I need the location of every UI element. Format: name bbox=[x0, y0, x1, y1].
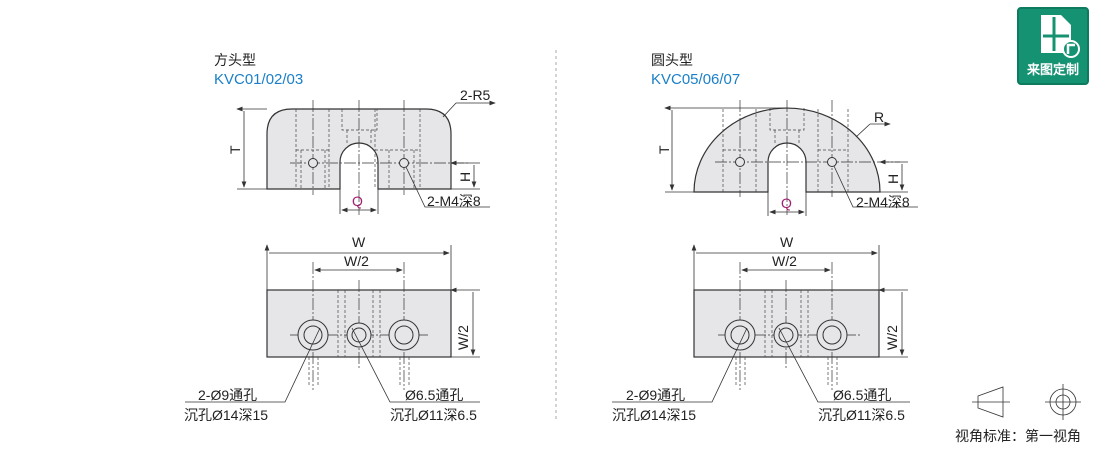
hole-label: 沉孔Ø14深15 bbox=[184, 407, 268, 423]
dim-t: T bbox=[656, 145, 672, 154]
type-label: 圆头型 bbox=[651, 52, 693, 68]
dim-q: Q bbox=[781, 195, 792, 211]
radius-label: R bbox=[874, 109, 884, 125]
custom-drawing-badge[interactable]: 来图定制 bbox=[1017, 7, 1089, 85]
document-icon bbox=[1041, 15, 1080, 58]
dim-h: H bbox=[457, 172, 473, 182]
badge-label: 来图定制 bbox=[1026, 63, 1079, 78]
hole-label: Ø6.5通孔 bbox=[833, 387, 891, 403]
model-label: KVC01/02/03 bbox=[214, 71, 303, 88]
model-label: KVC05/06/07 bbox=[651, 71, 740, 88]
dim-q: Q bbox=[352, 193, 363, 209]
dim-h: H bbox=[885, 174, 901, 184]
dim-t: T bbox=[227, 145, 243, 154]
hole-label: 2-Ø9通孔 bbox=[198, 387, 257, 403]
round-head-drawing: 圆头型 KVC05/06/07 T H Q R 2-M4深8 W W/2 W/2… bbox=[612, 52, 918, 423]
dim-w-half-v: W/2 bbox=[455, 325, 471, 350]
block-front-view bbox=[693, 107, 881, 193]
dim-w-half: W/2 bbox=[344, 253, 369, 269]
hole-label: 沉孔Ø11深6.5 bbox=[390, 407, 477, 423]
hole-label: 沉孔Ø11深6.5 bbox=[818, 407, 905, 423]
dim-w-half-v: W/2 bbox=[884, 325, 900, 350]
hole-label: 2-Ø9通孔 bbox=[626, 387, 685, 403]
type-label: 方头型 bbox=[214, 52, 256, 68]
dim-w-half: W/2 bbox=[772, 253, 797, 269]
thread-label: 2-M4深8 bbox=[427, 193, 481, 209]
hole-label: Ø6.5通孔 bbox=[405, 387, 463, 403]
radius-label: 2-R5 bbox=[460, 87, 491, 103]
hole-label: 沉孔Ø14深15 bbox=[612, 407, 696, 423]
thread-label: 2-M4深8 bbox=[856, 194, 910, 210]
dim-w: W bbox=[352, 234, 366, 250]
dim-w: W bbox=[780, 234, 794, 250]
square-head-drawing: 方头型 KVC01/02/03 T H Q 2-R5 2-M4深8 W W/2 … bbox=[184, 52, 495, 423]
view-standard-label: 视角标准：第一视角 bbox=[955, 428, 1081, 444]
first-angle-projection-symbol: 视角标准：第一视角 bbox=[955, 384, 1081, 444]
